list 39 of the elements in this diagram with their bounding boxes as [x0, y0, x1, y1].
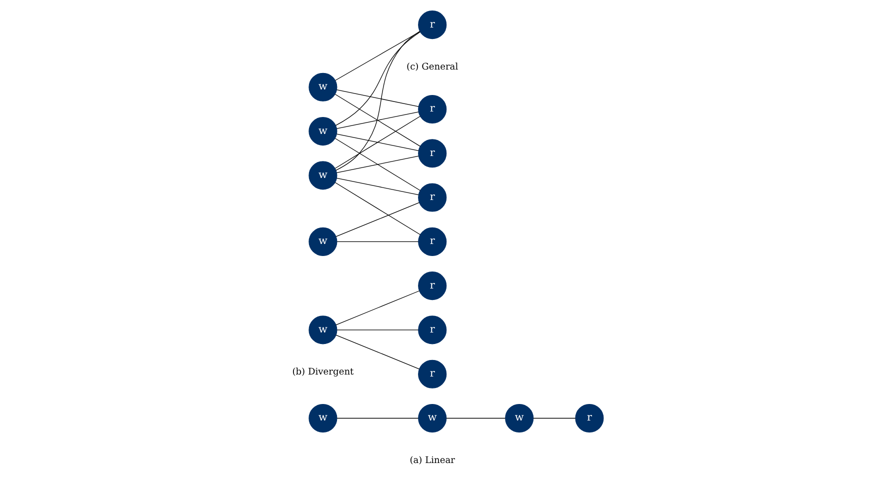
label: (c) General [406, 62, 458, 72]
node-circle: r [418, 316, 447, 344]
node-circle: w [505, 404, 534, 433]
label: (a) Linear [410, 456, 455, 466]
node-circle: w [308, 227, 338, 256]
connector [336, 90, 419, 107]
connector [336, 30, 420, 171]
connector [335, 32, 420, 126]
connector [446, 418, 506, 419]
node-circle: r [575, 404, 604, 433]
node-circle: w [308, 72, 338, 102]
node-circle: w [418, 404, 447, 433]
node-circle: w [308, 316, 338, 344]
node-circle: r [418, 227, 447, 256]
connector [334, 138, 421, 191]
node-circle: r [418, 360, 447, 388]
connector [336, 134, 419, 151]
label: (b) Divergent [292, 368, 354, 378]
node-circle: r [418, 10, 447, 40]
connector [336, 202, 420, 237]
connector [336, 334, 420, 370]
node-circle: w [308, 117, 338, 146]
connector [336, 241, 419, 242]
node-circle: w [308, 161, 338, 190]
connector [336, 112, 419, 129]
node-circle: r [418, 139, 447, 168]
node-circle: r [418, 183, 447, 212]
connector [336, 156, 419, 174]
connector [533, 418, 576, 419]
connector [335, 31, 420, 81]
node-circle: r [418, 272, 447, 300]
connector [334, 94, 421, 147]
node-circle: r [418, 94, 447, 124]
connector [336, 418, 419, 419]
connector [334, 182, 421, 235]
connector [334, 116, 421, 169]
connector [336, 178, 419, 196]
node-circle: w [308, 404, 338, 433]
connector [336, 290, 420, 326]
